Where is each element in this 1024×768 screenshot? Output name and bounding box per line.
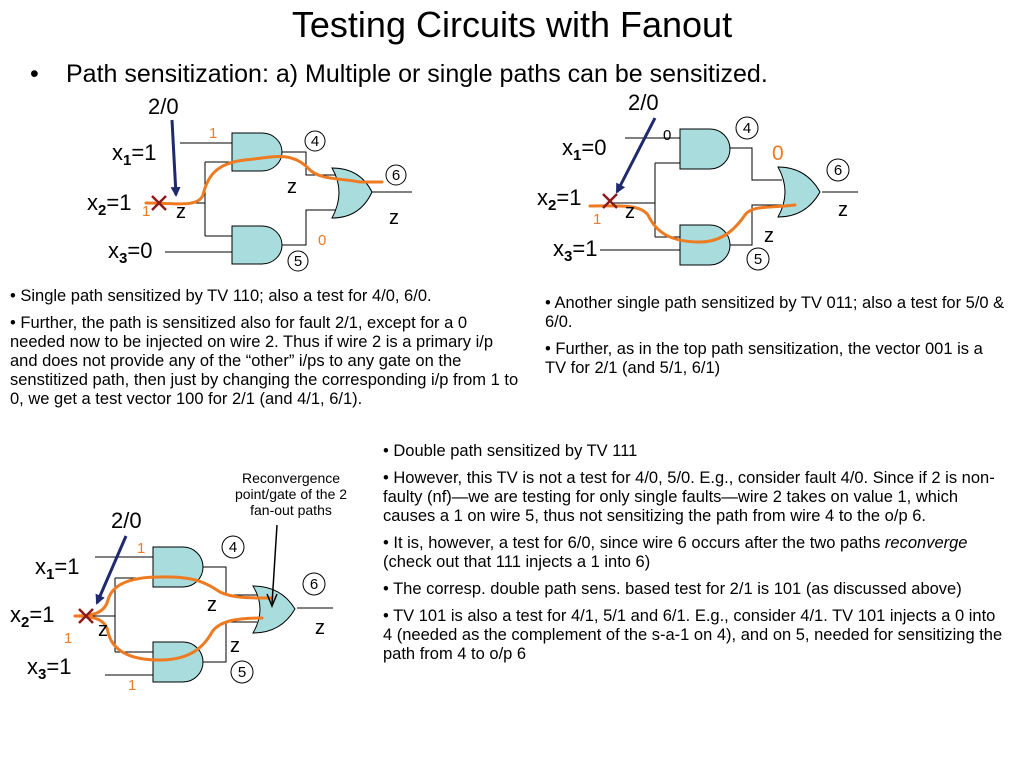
sensitized-path [588,203,797,244]
and-gate-bottom [152,641,204,683]
z-label: z [838,199,848,221]
paragraph: • Further, as in the top path sensitizat… [545,340,983,377]
paragraph: • Double path sensitized by TV 111 [383,442,638,460]
paragraph: • TV 101 is also a test for 4/1, 5/1 and… [383,607,1003,663]
wire-4-label: 4 [743,120,751,137]
paragraph: • Another single path sensitized by TV 0… [545,294,1005,331]
and-gate-top [231,132,283,172]
z-label: z [207,594,217,616]
input-x3: x3=0 [108,238,152,267]
input-x1: x1=0 [562,135,606,164]
value-top: 1 [137,540,145,557]
value-x2: 1 [593,211,601,228]
or-gate [252,585,296,634]
and-gate-bottom [679,224,731,266]
input-x1: x1=1 [35,554,79,583]
z-label: z [176,201,186,223]
and-gate-top [679,128,731,170]
explanation-right: • Another single path sensitized by TV 0… [545,294,1005,386]
input-x1: x1=1 [112,140,156,169]
wire-4-label: 4 [229,539,237,556]
z-label: z [287,176,297,198]
explanation-bottom: • Double path sensitized by TV 111 • How… [383,442,1003,672]
wire-4-label: 4 [311,133,319,150]
wire-6-label: 6 [392,167,400,184]
value-x2: 1 [64,630,72,647]
value-output: 0 [772,142,784,165]
or-gate [331,167,373,219]
value-top: 1 [209,125,217,142]
fault-label: 2/0 [628,90,659,115]
z-label: z [389,207,399,229]
fault-label: 2/0 [111,508,142,533]
sensitized-path-lower [73,614,264,662]
value-x2: 1 [142,203,150,220]
reconvergence-annotation: Reconvergence point/gate of the 2 fan-ou… [234,470,348,518]
input-x3: x3=1 [553,236,597,265]
and-gate-bottom [231,225,283,265]
subtitle-text: Path sensitization: a) Multiple or singl… [66,60,768,88]
paragraph: • The corresp. double path sens. based t… [383,580,962,598]
wire-5-label: 5 [294,253,302,270]
explanation-left: • Single path sensitized by TV 110; also… [10,287,520,417]
z-label: z [315,617,325,639]
wire-6-label: 6 [834,162,842,179]
sensitized-path [144,155,384,206]
or-gate [777,166,821,218]
subtitle: • Path sensitization: a) Multiple or sing… [30,60,768,89]
sensitized-path-upper [73,575,274,618]
fault-label: 2/0 [148,94,179,119]
z-label: z [230,635,240,657]
paragraph: • Single path sensitized by TV 110; also… [10,287,432,305]
subtitle-bullet: • [30,60,39,88]
wire-5-label: 5 [754,251,762,268]
circuit-b: 2/0 x1=0 x2=1 x3=1 0 1 0 z z z 4 6 5 [537,90,858,271]
input-x2: x2=1 [10,602,54,631]
paragraph: • However, this TV is not a test for 4/0… [383,469,995,525]
input-x3: x3=1 [27,654,71,683]
value-bottom: 0 [318,232,326,249]
wire-5-label: 5 [238,664,246,681]
z-label: z [98,619,108,641]
paragraph: • Further, the path is sensitized also f… [10,314,519,408]
wire-6-label: 6 [310,576,318,593]
value-top: 0 [663,127,671,144]
circuit-a: 2/0 x1=1 x2=1 x3=0 1 1 0 z z z 4 6 5 [87,94,412,272]
z-label: z [625,201,635,223]
circuit-c: 2/0 x1=1 x2=1 x3=1 1 1 1 z z z z 4 6 5 [10,508,333,694]
page-title: Testing Circuits with Fanout [291,4,733,45]
paragraph: • It is, however, a test for 6/0, since … [383,534,968,571]
input-x2: x2=1 [87,190,131,219]
input-x2: x2=1 [537,185,581,214]
value-bottom: 1 [128,677,136,694]
z-label: z [764,225,774,247]
emphasis-reconverge: reconverge [884,534,968,552]
